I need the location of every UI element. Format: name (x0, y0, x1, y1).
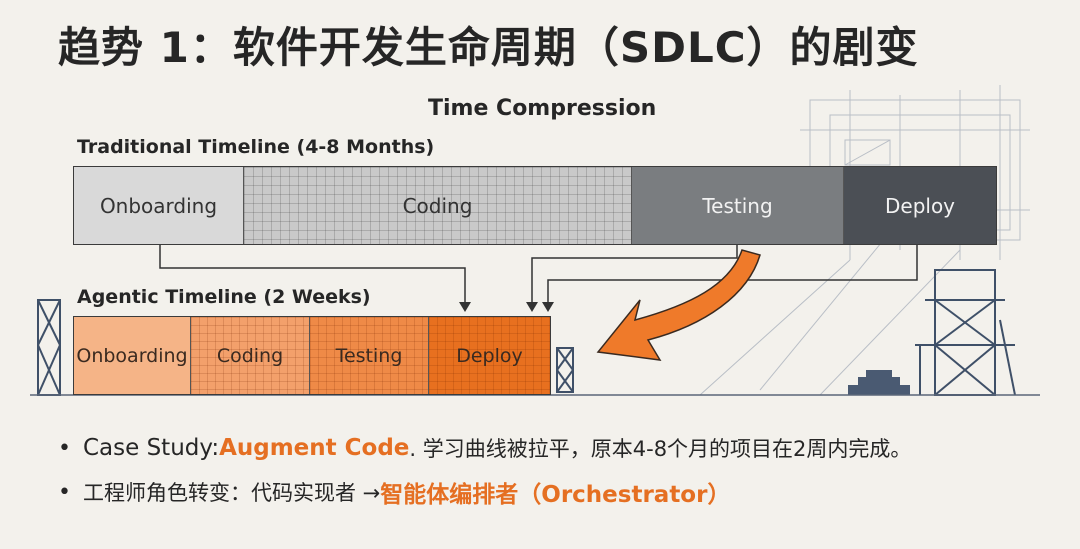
bullet-prefix: Case Study: (82, 435, 220, 461)
segment-label: Coding (402, 193, 473, 218)
segment-label: Testing (702, 193, 773, 218)
bullet-highlight: Augment Code (219, 435, 410, 461)
traditional-label: Traditional Timeline (4-8 Months) (77, 136, 435, 158)
bullet-role-shift: • 工程师角色转变：代码实现者 → 智能体编排者（Orchestrator） (58, 475, 911, 509)
page-title: 趋势 1：软件开发生命周期（SDLC）的剧变 (58, 23, 919, 72)
traditional-timeline: Onboarding Coding Testing Deploy (73, 166, 997, 245)
agentic-timeline: Onboarding Coding Testing Deploy (73, 316, 551, 395)
scaffold-tower (915, 269, 1016, 396)
segment-label: Coding (216, 344, 284, 367)
bullet-prefix: 工程师角色转变：代码实现者 → (82, 481, 381, 505)
bullet-list: • Case Study: Augment Code. 学习曲线被拉平，原本4-… (58, 433, 911, 521)
bullet-dot: • (58, 479, 71, 505)
scaffold-left (37, 299, 574, 396)
trad-coding-segment: Coding (244, 167, 632, 244)
segment-label: Deploy (456, 344, 523, 367)
compression-arrow (596, 249, 761, 361)
segment-label: Onboarding (76, 344, 188, 367)
bullet-dot: • (58, 435, 71, 461)
agent-onboarding-segment: Onboarding (74, 317, 191, 394)
segment-label: Onboarding (99, 193, 218, 218)
arrow-heads (459, 302, 554, 312)
agentic-label: Agentic Timeline (2 Weeks) (77, 286, 371, 308)
trad-deploy-segment: Deploy (844, 167, 996, 244)
trad-testing-segment: Testing (632, 167, 844, 244)
bullet-highlight: 智能体编排者（Orchestrator） (380, 482, 731, 508)
agent-deploy-segment: Deploy (429, 317, 550, 394)
bullet-case-study: • Case Study: Augment Code. 学习曲线被拉平，原本4-… (58, 433, 911, 463)
segment-label: Deploy (884, 193, 956, 218)
bullet-suffix: . 学习曲线被拉平，原本4-8个月的项目在2周内完成。 (409, 437, 912, 461)
trad-onboarding-segment: Onboarding (74, 167, 244, 244)
agent-testing-segment: Testing (310, 317, 429, 394)
steps-block (848, 370, 910, 395)
segment-label: Testing (335, 344, 403, 367)
diagram-title: Time Compression (428, 96, 657, 121)
agent-coding-segment: Coding (191, 317, 310, 394)
